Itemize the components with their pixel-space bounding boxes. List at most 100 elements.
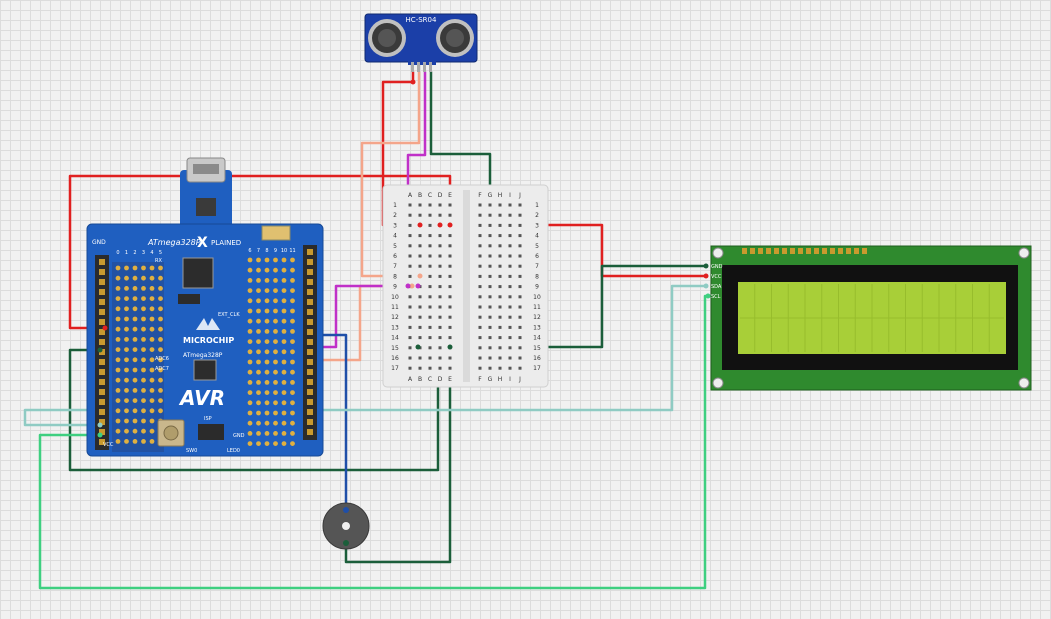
bb-hole[interactable] xyxy=(418,366,422,370)
bb-hole[interactable] xyxy=(518,325,522,329)
header-pin[interactable] xyxy=(99,349,105,355)
header-pin[interactable] xyxy=(99,359,105,365)
bb-hole[interactable] xyxy=(498,356,502,360)
bb-hole[interactable] xyxy=(488,244,492,248)
bb-hole[interactable] xyxy=(428,356,432,360)
bb-hole[interactable] xyxy=(488,356,492,360)
bb-hole[interactable] xyxy=(518,346,522,350)
bb-hole[interactable] xyxy=(448,264,452,268)
bb-hole[interactable] xyxy=(488,274,492,278)
bb-hole[interactable] xyxy=(448,325,452,329)
bb-hole[interactable] xyxy=(518,274,522,278)
header-pin[interactable] xyxy=(99,259,105,265)
bb-hole[interactable] xyxy=(428,346,432,350)
header-pin[interactable] xyxy=(99,439,105,445)
bb-hole[interactable] xyxy=(438,213,442,217)
bb-hole[interactable] xyxy=(508,234,512,238)
bb-hole[interactable] xyxy=(508,295,512,299)
bb-hole[interactable] xyxy=(448,274,452,278)
lcd-display[interactable]: GND VCC SDA SCL xyxy=(710,245,1032,391)
header-pin[interactable] xyxy=(307,259,313,265)
header-pin[interactable] xyxy=(99,389,105,395)
bb-hole[interactable] xyxy=(508,285,512,289)
bb-hole[interactable] xyxy=(488,325,492,329)
header-pin[interactable] xyxy=(307,309,313,315)
bb-hole[interactable] xyxy=(418,336,422,340)
header-pin[interactable] xyxy=(99,329,105,335)
bb-hole[interactable] xyxy=(508,325,512,329)
bb-hole[interactable] xyxy=(488,305,492,309)
bb-hole[interactable] xyxy=(478,325,482,329)
header-pin[interactable] xyxy=(99,369,105,375)
bb-hole[interactable] xyxy=(508,336,512,340)
bb-hole[interactable] xyxy=(448,336,452,340)
bb-hole[interactable] xyxy=(408,356,412,360)
bb-hole[interactable] xyxy=(418,356,422,360)
bb-hole[interactable] xyxy=(418,203,422,207)
bb-hole[interactable] xyxy=(428,254,432,258)
bb-hole[interactable] xyxy=(498,366,502,370)
bb-hole[interactable] xyxy=(448,244,452,248)
bb-hole[interactable] xyxy=(478,274,482,278)
bb-hole[interactable] xyxy=(498,264,502,268)
bb-hole[interactable] xyxy=(508,223,512,227)
bb-hole[interactable] xyxy=(408,366,412,370)
header-pin[interactable] xyxy=(307,289,313,295)
header-pin[interactable] xyxy=(307,389,313,395)
bb-hole[interactable] xyxy=(498,274,502,278)
bb-hole[interactable] xyxy=(418,264,422,268)
bb-hole[interactable] xyxy=(508,315,512,319)
bb-hole[interactable] xyxy=(438,285,442,289)
wire-darkgreen-buzzer[interactable] xyxy=(344,345,452,564)
bb-hole[interactable] xyxy=(408,346,412,350)
bb-hole[interactable] xyxy=(438,264,442,268)
bb-hole[interactable] xyxy=(488,223,492,227)
bb-hole[interactable] xyxy=(518,356,522,360)
bb-hole[interactable] xyxy=(488,366,492,370)
piezo-buzzer[interactable] xyxy=(322,502,370,550)
bb-hole[interactable] xyxy=(438,305,442,309)
bb-hole[interactable] xyxy=(498,305,502,309)
bb-hole[interactable] xyxy=(478,223,482,227)
bb-hole[interactable] xyxy=(478,366,482,370)
bb-hole[interactable] xyxy=(438,244,442,248)
bb-hole[interactable] xyxy=(478,336,482,340)
bb-hole[interactable] xyxy=(418,254,422,258)
bb-hole[interactable] xyxy=(478,203,482,207)
bb-hole[interactable] xyxy=(448,254,452,258)
bb-hole[interactable] xyxy=(418,244,422,248)
header-pin[interactable] xyxy=(307,319,313,325)
bb-hole[interactable] xyxy=(478,213,482,217)
bb-hole[interactable] xyxy=(478,295,482,299)
bb-hole[interactable] xyxy=(518,234,522,238)
bb-hole[interactable] xyxy=(518,285,522,289)
header-pin[interactable] xyxy=(307,279,313,285)
bb-hole[interactable] xyxy=(518,295,522,299)
header-pin[interactable] xyxy=(99,279,105,285)
bb-hole[interactable] xyxy=(448,213,452,217)
bb-hole[interactable] xyxy=(438,295,442,299)
header-pin[interactable] xyxy=(307,409,313,415)
bb-hole[interactable] xyxy=(488,254,492,258)
bb-hole[interactable] xyxy=(508,244,512,248)
bb-hole[interactable] xyxy=(418,213,422,217)
bb-hole[interactable] xyxy=(508,356,512,360)
header-pin[interactable] xyxy=(307,329,313,335)
bb-hole[interactable] xyxy=(498,336,502,340)
header-pin[interactable] xyxy=(99,429,105,435)
bb-hole[interactable] xyxy=(408,336,412,340)
wire-salmon-trig[interactable] xyxy=(360,70,422,278)
bb-hole[interactable] xyxy=(508,203,512,207)
bb-hole[interactable] xyxy=(498,234,502,238)
bb-hole[interactable] xyxy=(498,295,502,299)
bb-hole[interactable] xyxy=(408,264,412,268)
bb-hole[interactable] xyxy=(518,203,522,207)
bb-hole[interactable] xyxy=(498,213,502,217)
bb-hole[interactable] xyxy=(488,336,492,340)
bb-hole[interactable] xyxy=(438,336,442,340)
header-pin[interactable] xyxy=(99,289,105,295)
bb-hole[interactable] xyxy=(448,366,452,370)
bb-hole[interactable] xyxy=(478,356,482,360)
